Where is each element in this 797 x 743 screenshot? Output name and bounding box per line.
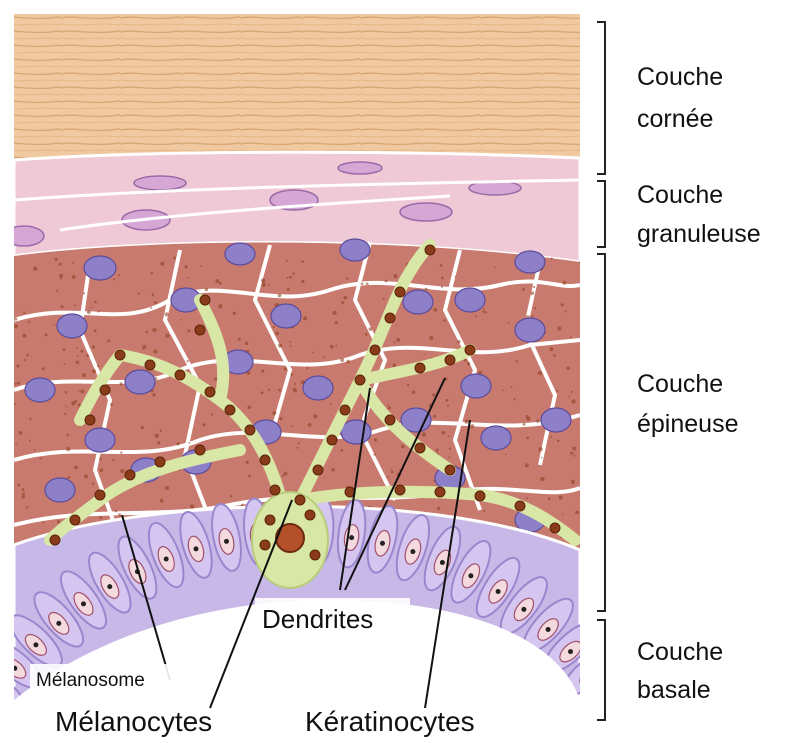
bracket-cornee: [597, 22, 605, 174]
label-epineuse-line1: Couche: [637, 370, 723, 398]
label-cornee-line2: cornée: [637, 105, 713, 133]
layer-brackets: [597, 22, 605, 720]
label-keratinocytes: Kératinocytes: [305, 706, 475, 737]
label-melanosome: Mélanosome: [36, 670, 145, 691]
label-basale-line2: basale: [637, 676, 711, 704]
bracket-epineuse: [597, 254, 605, 611]
bracket-granuleuse: [597, 181, 605, 247]
label-granuleuse-line1: Couche: [637, 181, 723, 209]
label-granuleuse-line2: granuleuse: [637, 220, 761, 248]
label-melanocytes: Mélanocytes: [55, 706, 212, 737]
label-dendrites: Dendrites: [262, 604, 373, 634]
bracket-basale: [597, 620, 605, 720]
label-epineuse-line2: épineuse: [637, 410, 738, 438]
label-cornee-line1: Couche: [637, 63, 723, 91]
label-basale-line1: Couche: [637, 638, 723, 666]
